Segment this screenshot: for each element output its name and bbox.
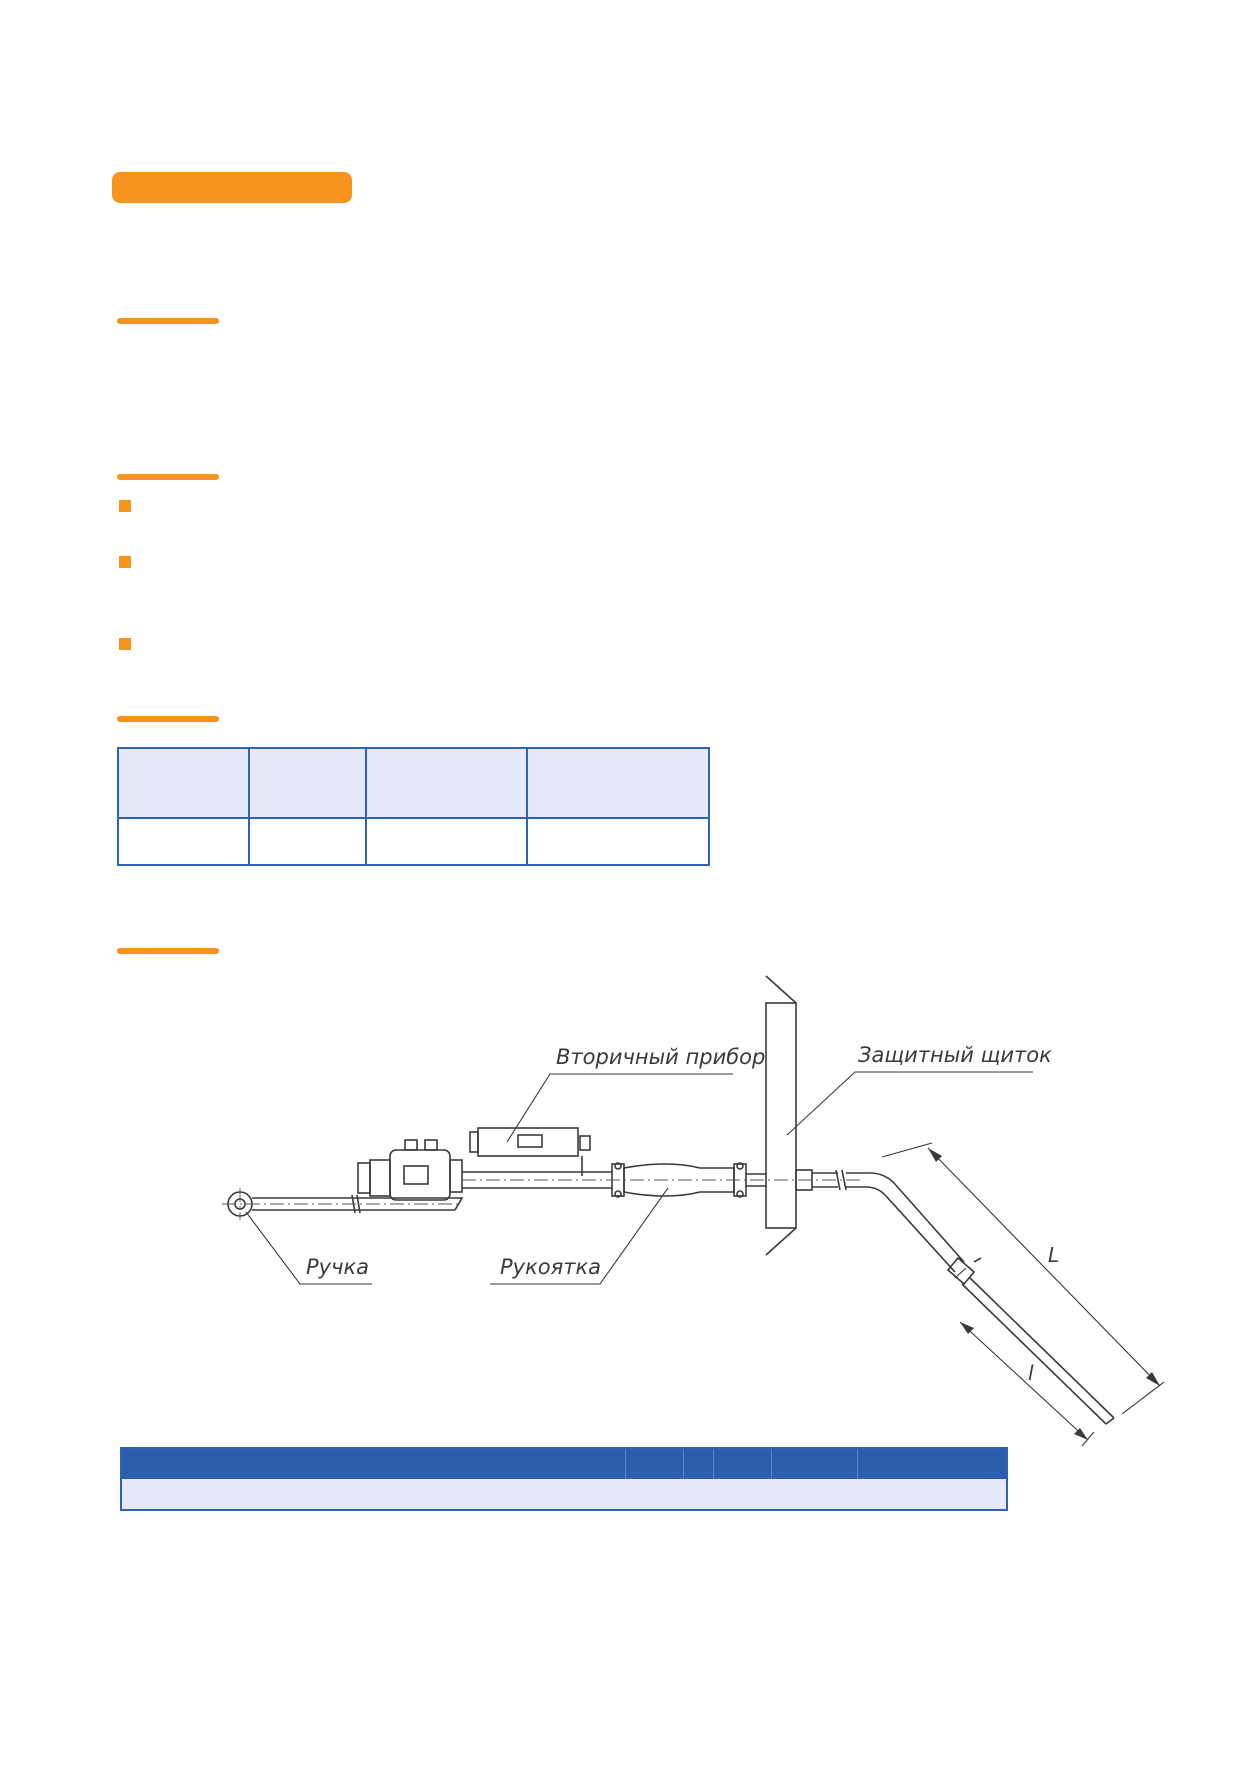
grip-rivet-shape [736, 1190, 744, 1198]
dim-arrow-shape [960, 1322, 974, 1334]
probe-bend-top-shape [846, 1172, 965, 1263]
bullet-marker-1 [119, 500, 131, 512]
probe-break-shape [841, 1169, 847, 1191]
dim-arrow-shape [1146, 1372, 1160, 1386]
dim-arrow-shape [928, 1148, 942, 1162]
bullet-marker-3 [119, 638, 131, 650]
dim-L-extension-shape [881, 1142, 933, 1158]
handle-rod-break-shape [356, 1194, 361, 1214]
terminal-window-shape [403, 1165, 429, 1185]
connector-fitting-shape [369, 1159, 391, 1197]
grip-rivet-shape [614, 1190, 622, 1198]
probe-bend-bottom-shape [846, 1186, 956, 1273]
product-title-bar [112, 172, 352, 203]
dimension-label-l: l [1028, 1361, 1034, 1385]
spec-header-cell [365, 747, 528, 819]
spec-value-cell [248, 817, 367, 866]
label-secondary-device: Вторичный прибор [556, 1045, 765, 1069]
order-code-header-row [121, 1448, 1007, 1479]
section-divider-features [117, 474, 219, 480]
order-code-header-cell [625, 1448, 684, 1479]
order-code-header-cell [713, 1448, 772, 1479]
spec-header-cell [526, 747, 710, 819]
shield-bottom-edge-shape [765, 1227, 797, 1256]
probe-tip-bottom-shape [961, 1283, 1107, 1425]
section-divider-purpose [117, 318, 219, 324]
grip-rivet-shape [736, 1162, 744, 1170]
order-code-table [120, 1447, 1008, 1511]
head-screw-shape [424, 1139, 438, 1151]
dim-l-line-shape [959, 1321, 1089, 1441]
secondary-device-body-shape [477, 1127, 579, 1157]
section-divider-specs [117, 716, 219, 722]
order-code-value-cell [121, 1479, 1007, 1510]
dim-L-extension-shape [1121, 1381, 1165, 1415]
probe-nut-shape [946, 1256, 976, 1286]
spec-value-cell [365, 817, 528, 866]
head-screw-shape [404, 1139, 418, 1151]
dim-l-extension-shape [954, 1267, 967, 1279]
secondary-device-plug-shape [579, 1135, 591, 1151]
head-collar-shape [449, 1159, 463, 1193]
probe-tip-top-shape [969, 1277, 1115, 1419]
spec-header-cell [248, 747, 367, 819]
bullet-marker-2 [119, 556, 131, 568]
shield-plate-shape [765, 1002, 797, 1229]
section-divider-dimensions [117, 948, 219, 954]
leader-secondary-device-shape [506, 1073, 733, 1143]
order-code-header-cell [771, 1448, 858, 1479]
connector-nut-shape [357, 1162, 371, 1194]
label-grip: Рукоятка [500, 1255, 601, 1279]
specifications-table [117, 747, 710, 866]
spec-value-cell [526, 817, 710, 866]
handle-base-shape [362, 1197, 464, 1211]
dim-L-line-shape [927, 1147, 1161, 1387]
probe-break-shape [835, 1169, 841, 1191]
dim-l-extension-shape [1081, 1431, 1095, 1447]
grip-rivet-shape [614, 1162, 622, 1170]
leader-handle-shape [245, 1211, 372, 1285]
leader-grip-shape [490, 1187, 669, 1285]
specifications-value-row [117, 817, 710, 866]
order-code-header-cell [121, 1448, 626, 1479]
dim-arrow-shape [1074, 1428, 1088, 1440]
secondary-device-label-shape [517, 1134, 543, 1148]
label-shield: Защитный щиток [858, 1043, 1052, 1067]
specifications-header-row [117, 747, 710, 819]
order-code-value-row [121, 1479, 1007, 1510]
leader-shield-shape [786, 1071, 1033, 1136]
order-code-header-cell [857, 1448, 1007, 1479]
dimension-label-L: L [1048, 1243, 1059, 1267]
spec-value-cell [117, 817, 250, 866]
probe-nut-pin-shape [973, 1257, 982, 1263]
probe-tip-end-shape [1105, 1417, 1115, 1425]
order-code-header-cell [683, 1448, 714, 1479]
spec-header-cell [117, 747, 250, 819]
secondary-device-cap-shape [469, 1131, 479, 1153]
label-handle: Ручка [306, 1255, 369, 1279]
shield-top-edge-shape [765, 975, 797, 1004]
terminal-head-shape [389, 1149, 451, 1201]
